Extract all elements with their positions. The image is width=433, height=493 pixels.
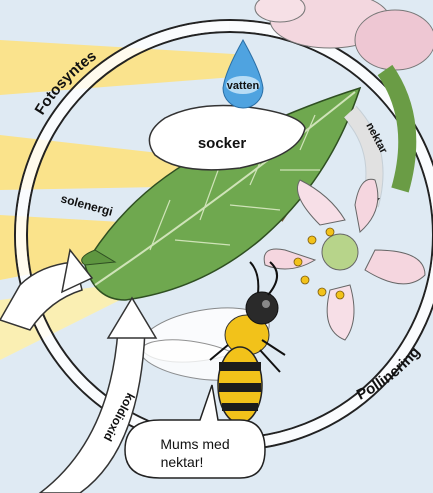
water-label: vatten: [227, 80, 260, 92]
speech-bubble-line1: Mums med: [160, 436, 229, 452]
sugar-label: socker: [198, 135, 247, 152]
speech-bubble-line2: nektar!: [161, 454, 204, 470]
